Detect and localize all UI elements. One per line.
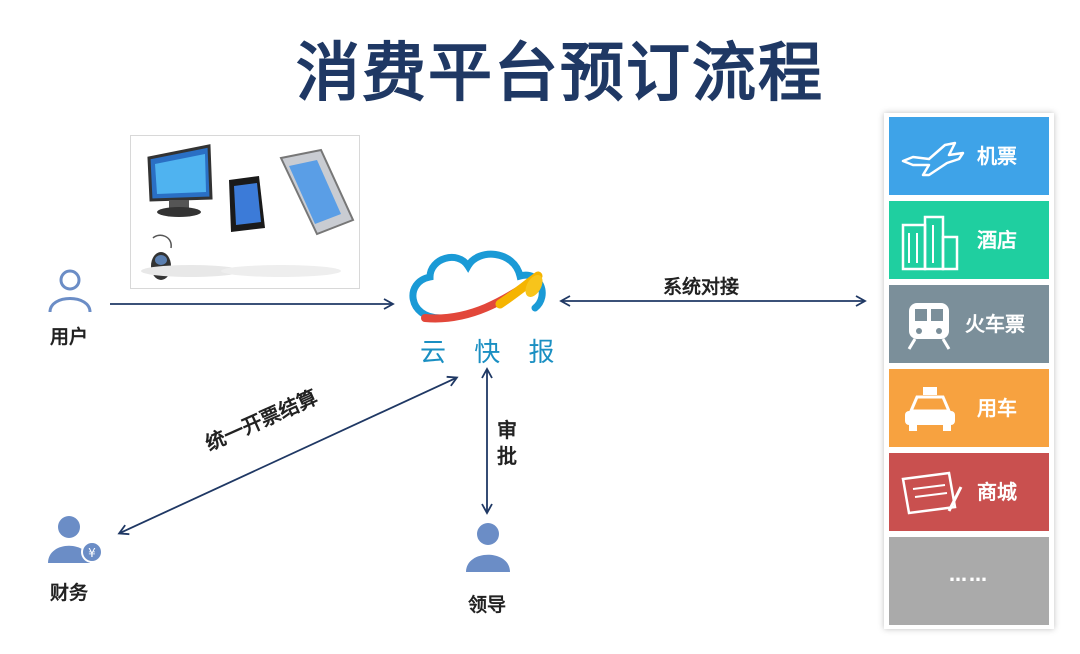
service-train[interactable]: 火车票 xyxy=(889,285,1049,363)
leader-label: 领导 xyxy=(468,594,507,616)
service-label: 酒店 xyxy=(977,228,1017,252)
svg-text:¥: ¥ xyxy=(88,546,96,560)
service-hotel[interactable]: 酒店 xyxy=(889,201,1049,279)
cloud-logo xyxy=(409,250,546,323)
train-icon xyxy=(907,303,951,350)
service-more[interactable]: …… xyxy=(889,537,1049,625)
car-icon xyxy=(905,387,955,431)
service-list: 机票 酒店 火车票 用车 xyxy=(884,113,1054,629)
page-title: 消费平台预订流程 xyxy=(296,37,824,111)
plane-icon xyxy=(901,141,965,177)
leader-icon xyxy=(466,523,510,572)
service-flight[interactable]: 机票 xyxy=(889,117,1049,195)
finance-icon: ¥ xyxy=(48,516,103,563)
service-car[interactable]: 用车 xyxy=(889,369,1049,447)
service-label: …… xyxy=(949,565,989,586)
service-label: 火车票 xyxy=(965,312,1025,336)
finance-label: 财务 xyxy=(50,582,89,604)
ticket-icon xyxy=(901,471,963,515)
user-icon xyxy=(48,269,92,313)
service-label: 用车 xyxy=(977,396,1017,420)
service-label: 机票 xyxy=(977,144,1017,168)
tablet-icon xyxy=(229,176,265,232)
user-label: 用户 xyxy=(50,326,89,348)
service-label: 商城 xyxy=(977,480,1017,504)
phone-icon xyxy=(279,148,355,236)
system-link-label: 系统对接 xyxy=(663,276,740,298)
devices-image xyxy=(130,135,360,289)
approval-label: 审 批 xyxy=(497,418,517,468)
building-icon xyxy=(901,215,959,271)
platform-name: 云 快 报 xyxy=(420,338,565,368)
service-mall[interactable]: 商城 xyxy=(889,453,1049,531)
monitor-icon xyxy=(147,144,213,217)
arrow-settlement xyxy=(117,375,459,536)
